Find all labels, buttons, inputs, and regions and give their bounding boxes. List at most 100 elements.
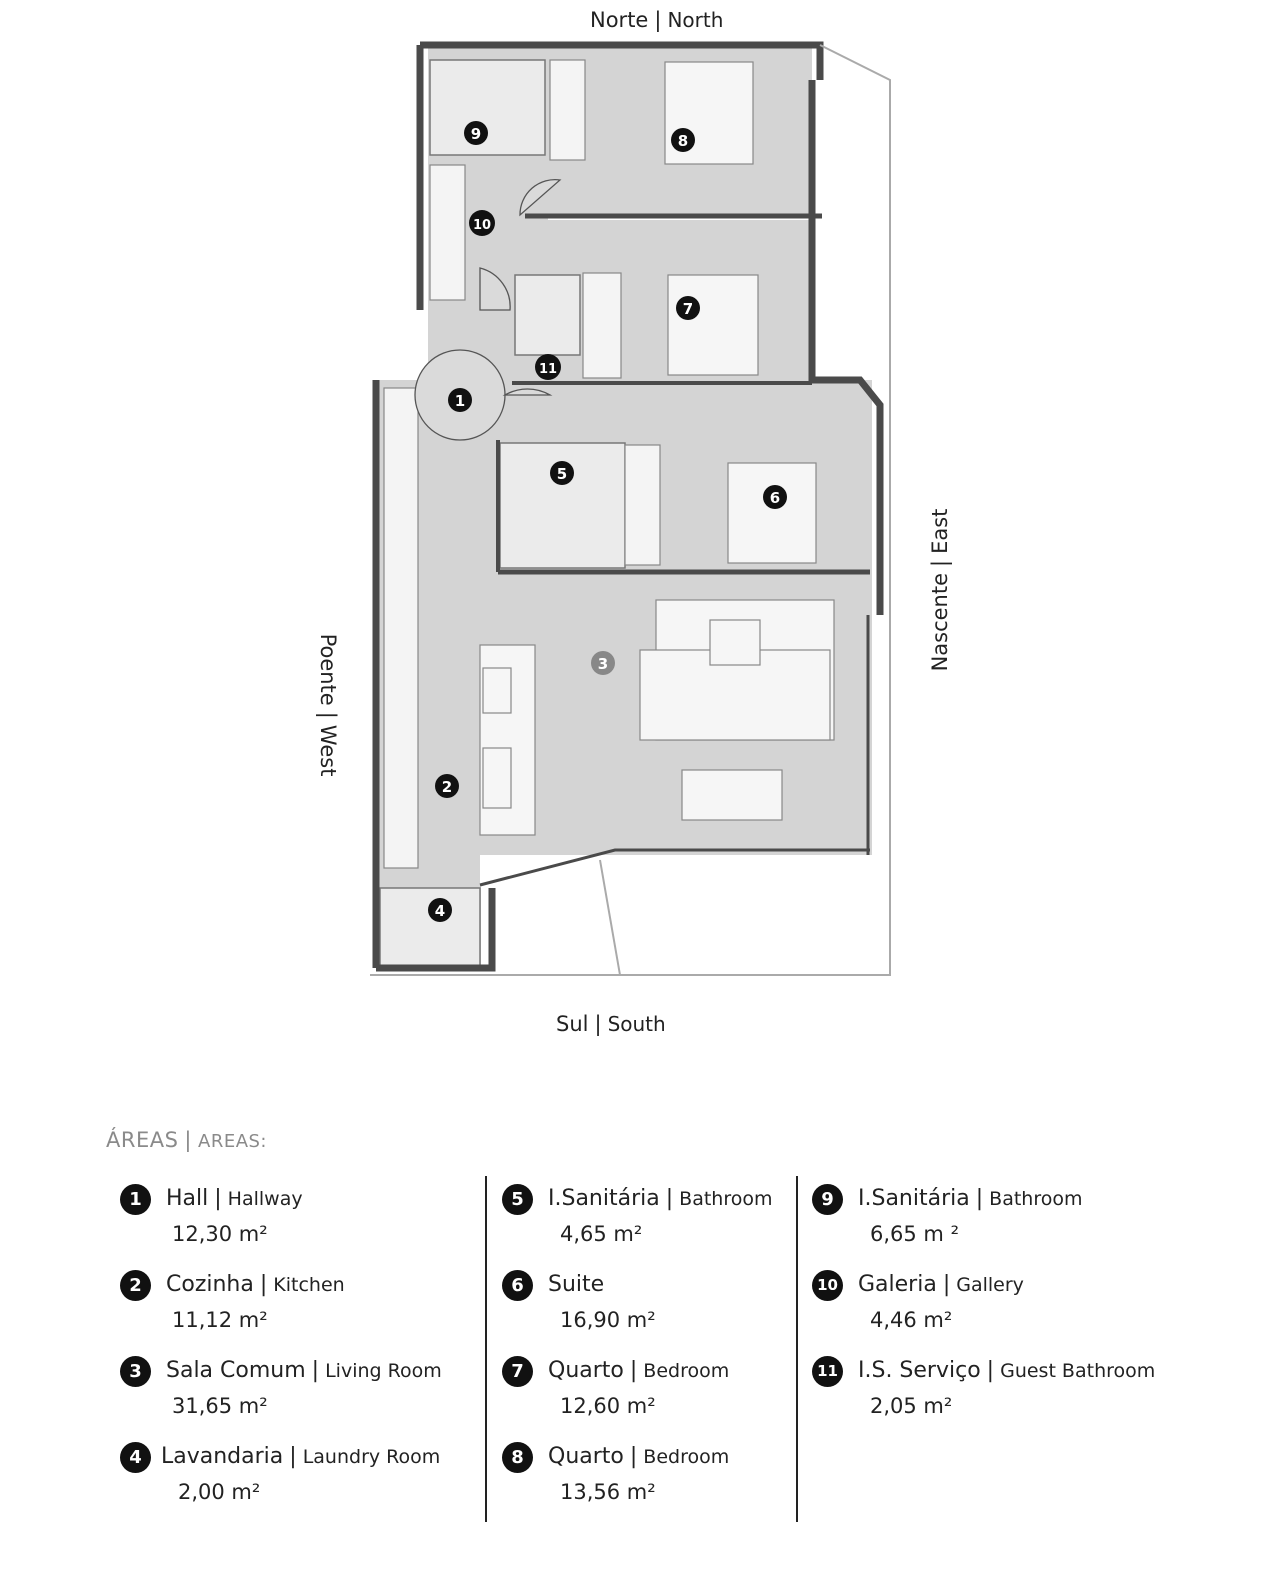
area-name-part: Quarto bbox=[548, 1358, 624, 1383]
svg-text:10: 10 bbox=[473, 218, 491, 233]
area-value: 12,30 m² bbox=[172, 1222, 268, 1246]
svg-text:6: 6 bbox=[770, 489, 780, 507]
plan-markers: 1 2 3 4 5 6 7 8 9 10 11 bbox=[428, 121, 787, 922]
area-name-part: | bbox=[942, 1272, 951, 1297]
area-name-part: Gallery bbox=[956, 1274, 1024, 1296]
area-number-badge: 3 bbox=[120, 1356, 151, 1387]
svg-text:7: 7 bbox=[683, 300, 693, 318]
svg-text:3: 3 bbox=[598, 655, 608, 673]
area-name-part: Kitchen bbox=[273, 1274, 345, 1296]
kitchen-counter bbox=[383, 387, 419, 869]
area-number-badge: 8 bbox=[502, 1442, 533, 1473]
area-name-part: Guest Bathroom bbox=[1000, 1360, 1156, 1382]
area-name-part: Hallway bbox=[227, 1188, 303, 1210]
area-name: Sala Comum|Living Room bbox=[166, 1358, 442, 1383]
hob bbox=[482, 747, 512, 809]
south-label: Sul|South bbox=[556, 1012, 666, 1036]
area-name: Lavandaria|Laundry Room bbox=[161, 1444, 440, 1469]
area-name-part: Hall bbox=[166, 1186, 209, 1211]
marker-7: 7 bbox=[676, 296, 700, 320]
closet-gallery bbox=[429, 164, 466, 301]
sink bbox=[482, 667, 512, 714]
area-name-part: | bbox=[629, 1444, 638, 1469]
svg-text:5: 5 bbox=[557, 465, 567, 483]
furniture bbox=[479, 61, 835, 836]
area-name-part: Living Room bbox=[325, 1360, 442, 1382]
area-name-part: Cozinha bbox=[166, 1272, 254, 1297]
closet-bedroom8 bbox=[549, 59, 586, 161]
marker-9: 9 bbox=[464, 121, 488, 145]
area-value: 2,00 m² bbox=[178, 1480, 261, 1504]
area-name-part: Galeria bbox=[858, 1272, 937, 1297]
area-name: Hall|Hallway bbox=[166, 1186, 303, 1211]
area-number-badge: 9 bbox=[812, 1184, 843, 1215]
bathroom-9-floor bbox=[429, 59, 546, 156]
svg-text:2: 2 bbox=[442, 778, 452, 796]
area-name-part: | bbox=[986, 1358, 995, 1383]
marker-2: 2 bbox=[435, 774, 459, 798]
area-value: 6,65 m ² bbox=[870, 1222, 959, 1246]
marker-11: 11 bbox=[535, 354, 561, 380]
legend-divider-2 bbox=[796, 1176, 798, 1522]
area-value: 13,56 m² bbox=[560, 1480, 656, 1504]
laundry-room-floor bbox=[379, 887, 481, 969]
area-value: 4,46 m² bbox=[870, 1308, 953, 1332]
area-name-part: Suite bbox=[548, 1272, 605, 1297]
area-name-part: Quarto bbox=[548, 1444, 624, 1469]
area-name-part: | bbox=[665, 1186, 674, 1211]
marker-1: 1 bbox=[448, 388, 472, 412]
area-name-part: | bbox=[311, 1358, 320, 1383]
bed-7 bbox=[667, 274, 759, 376]
area-number-badge: 7 bbox=[502, 1356, 533, 1387]
area-name: I.S. Serviço|Guest Bathroom bbox=[858, 1358, 1155, 1383]
area-name: I.Sanitária|Bathroom bbox=[858, 1186, 1082, 1211]
area-value: 16,90 m² bbox=[560, 1308, 656, 1332]
area-name-part: Bedroom bbox=[643, 1446, 730, 1468]
area-name-part: Sala Comum bbox=[166, 1358, 306, 1383]
area-name-part: | bbox=[289, 1444, 297, 1469]
area-number-badge: 1 bbox=[120, 1184, 151, 1215]
west-label: Poente|West bbox=[316, 633, 340, 777]
area-name-part: Bathroom bbox=[679, 1188, 773, 1210]
area-name-part: Laundry Room bbox=[302, 1446, 441, 1468]
east-upper-wall bbox=[808, 80, 884, 615]
marker-10: 10 bbox=[469, 210, 495, 236]
coffee-table bbox=[709, 619, 761, 666]
svg-text:9: 9 bbox=[471, 125, 481, 143]
terrace bbox=[370, 44, 891, 976]
dining-table bbox=[681, 769, 783, 821]
area-name-part: Lavandaria bbox=[161, 1444, 284, 1469]
area-number-badge: 2 bbox=[120, 1270, 151, 1301]
area-number-badge: 4 bbox=[120, 1442, 151, 1473]
area-name-part: | bbox=[214, 1186, 222, 1211]
area-value: 12,60 m² bbox=[560, 1394, 656, 1418]
walls bbox=[372, 41, 884, 972]
area-value: 4,65 m² bbox=[560, 1222, 643, 1246]
area-value: 31,65 m² bbox=[172, 1394, 268, 1418]
area-name-part: | bbox=[259, 1272, 268, 1297]
marker-5: 5 bbox=[550, 461, 574, 485]
closet-suite bbox=[624, 444, 661, 566]
area-value: 2,05 m² bbox=[870, 1394, 953, 1418]
marker-8: 8 bbox=[671, 128, 695, 152]
area-name: Galeria|Gallery bbox=[858, 1272, 1024, 1297]
area-name: Quarto|Bedroom bbox=[548, 1358, 729, 1383]
marker-6: 6 bbox=[763, 485, 787, 509]
legend-divider-1 bbox=[485, 1176, 487, 1522]
svg-text:8: 8 bbox=[678, 132, 688, 150]
area-number-badge: 11 bbox=[812, 1356, 843, 1387]
area-value: 11,12 m² bbox=[172, 1308, 268, 1332]
area-name: Cozinha|Kitchen bbox=[166, 1272, 345, 1297]
floor-plan: 1 2 3 4 5 6 7 8 9 10 11 bbox=[370, 41, 891, 976]
svg-text:11: 11 bbox=[539, 362, 557, 377]
area-name-part: Bedroom bbox=[643, 1360, 730, 1382]
south-wall bbox=[376, 888, 496, 972]
areas-heading: ÁREAS|AREAS: bbox=[106, 1128, 267, 1152]
area-name-part: I.S. Serviço bbox=[858, 1358, 981, 1383]
north-label: Norte|North bbox=[590, 8, 724, 32]
south-glazing bbox=[479, 848, 870, 887]
east-label: Nascente|East bbox=[928, 508, 952, 672]
area-name-part: I.Sanitária bbox=[858, 1186, 970, 1211]
area-number-badge: 6 bbox=[502, 1270, 533, 1301]
svg-text:4: 4 bbox=[435, 902, 445, 920]
